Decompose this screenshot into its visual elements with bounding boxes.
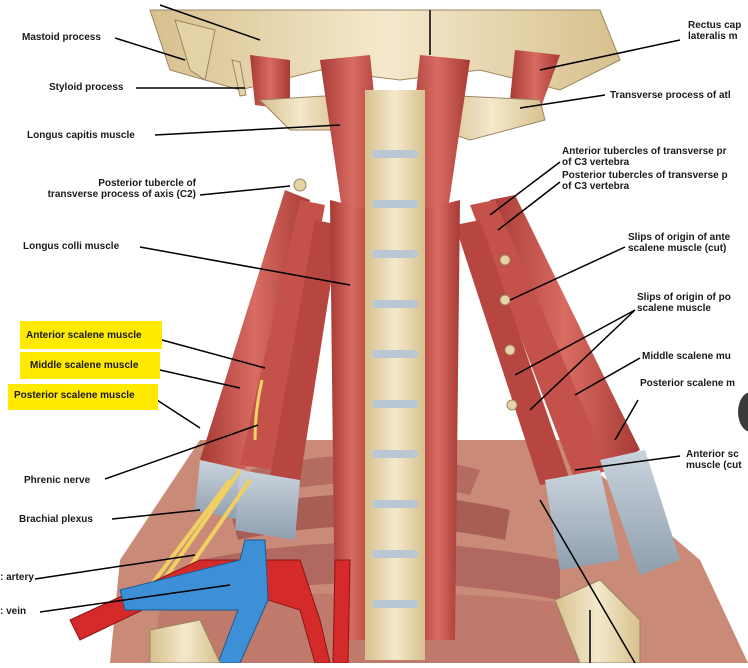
middle-scalene-left — [240, 200, 325, 470]
styloid-process — [231, 59, 247, 97]
highlight-anterior-scalene — [20, 321, 162, 349]
label-posterior-tubercle-axis-line2: transverse process of axis (C2) — [47, 189, 196, 200]
rectus-capitis-lateralis — [510, 50, 560, 110]
label-posterior-tubercles-c3-line1: Posterior tubercles of transverse p — [562, 170, 728, 181]
label-phrenic-nerve: Phrenic nerve — [24, 475, 91, 486]
label-slips-posterior-line2: scalene muscle — [637, 303, 711, 314]
label-posterior-tubercle-axis-line1: Posterior tubercle of — [98, 178, 196, 189]
scalene-tendon-left-2 — [235, 470, 300, 540]
highlight-middle-scalene — [20, 352, 160, 379]
label-vein: : vein — [0, 606, 27, 617]
transverse-tubercles — [293, 178, 518, 411]
label-slips-anterior-line2: scalene muscle (cut) — [628, 243, 727, 254]
label-anterior-scalene: Anterior scalene muscle — [26, 330, 142, 341]
label-posterior-tubercles-c3: Posterior tubercles of transverse p of C… — [562, 170, 728, 192]
label-transverse-process-atlas: Transverse process of atl — [610, 90, 731, 101]
label-anterior-scalene-right: Anterior sc muscle (cut — [686, 449, 742, 471]
scalene-tendon-right — [600, 450, 680, 575]
label-posterior-scalene-right: Posterior scalene m — [640, 378, 736, 389]
overlay-round-button[interactable] — [738, 392, 748, 432]
mastoid-process — [174, 19, 216, 81]
label-middle-scalene: Middle scalene muscle — [30, 360, 139, 371]
highlight-posterior-scalene — [8, 384, 158, 410]
common-carotid-artery — [332, 559, 351, 664]
leader-lines — [34, 4, 681, 664]
label-slips-posterior-line1: Slips of origin of po — [637, 292, 731, 303]
label-anterior-tubercles-c3-line1: Anterior tubercles of transverse pr — [562, 146, 727, 157]
label-slips-anterior: Slips of origin of ante scalene muscle (… — [628, 232, 730, 254]
label-rectus-capitis-line1: Rectus cap — [688, 20, 742, 31]
vertebral-column — [365, 90, 425, 660]
subclavian-vein — [119, 539, 269, 664]
label-middle-scalene-right: Middle scalene mu — [642, 351, 731, 362]
label-slips-anterior-line1: Slips of origin of ante — [628, 232, 731, 243]
label-anterior-tubercles-c3-line2: of C3 vertebra — [562, 157, 630, 168]
label-styloid-process: Styloid process — [49, 82, 124, 93]
label-rectus-capitis: Rectus cap lateralis m — [688, 20, 741, 42]
posterior-scalene-left — [200, 190, 310, 470]
anterior-scalene-left — [270, 220, 340, 480]
label-posterior-scalene: Posterior scalene muscle — [14, 390, 135, 401]
label-mastoid-process: Mastoid process — [22, 32, 101, 43]
posterior-scalene-right — [490, 195, 640, 470]
label-brachial-plexus: Brachial plexus — [19, 514, 93, 525]
label-anterior-scalene-right-line1: Anterior sc — [686, 449, 739, 460]
scalene-tendon-right-2 — [545, 470, 620, 570]
rectus-capitis-lateralis-left — [250, 55, 290, 110]
label-longus-capitis: Longus capitis muscle — [27, 130, 135, 141]
clavicle-right — [554, 579, 641, 664]
label-anterior-tubercles-c3: Anterior tubercles of transverse pr of C… — [562, 146, 727, 168]
label-slips-posterior: Slips of origin of po scalene muscle — [637, 292, 731, 314]
label-posterior-tubercles-c3-line2: of C3 vertebra — [562, 181, 630, 192]
label-longus-colli: Longus colli muscle — [23, 241, 120, 252]
phrenic-nerve — [253, 379, 264, 441]
longus-colli-right — [415, 200, 460, 640]
longus-colli-left — [330, 200, 375, 640]
label-posterior-tubercle-axis: Posterior tubercle of transverse process… — [28, 178, 196, 200]
label-rectus-capitis-line2: lateralis m — [688, 31, 738, 42]
intervertebral-discs — [372, 150, 418, 608]
middle-scalene-right — [470, 200, 610, 480]
label-artery: : artery — [0, 572, 34, 583]
label-anterior-scalene-right-line2: muscle (cut — [686, 460, 742, 471]
